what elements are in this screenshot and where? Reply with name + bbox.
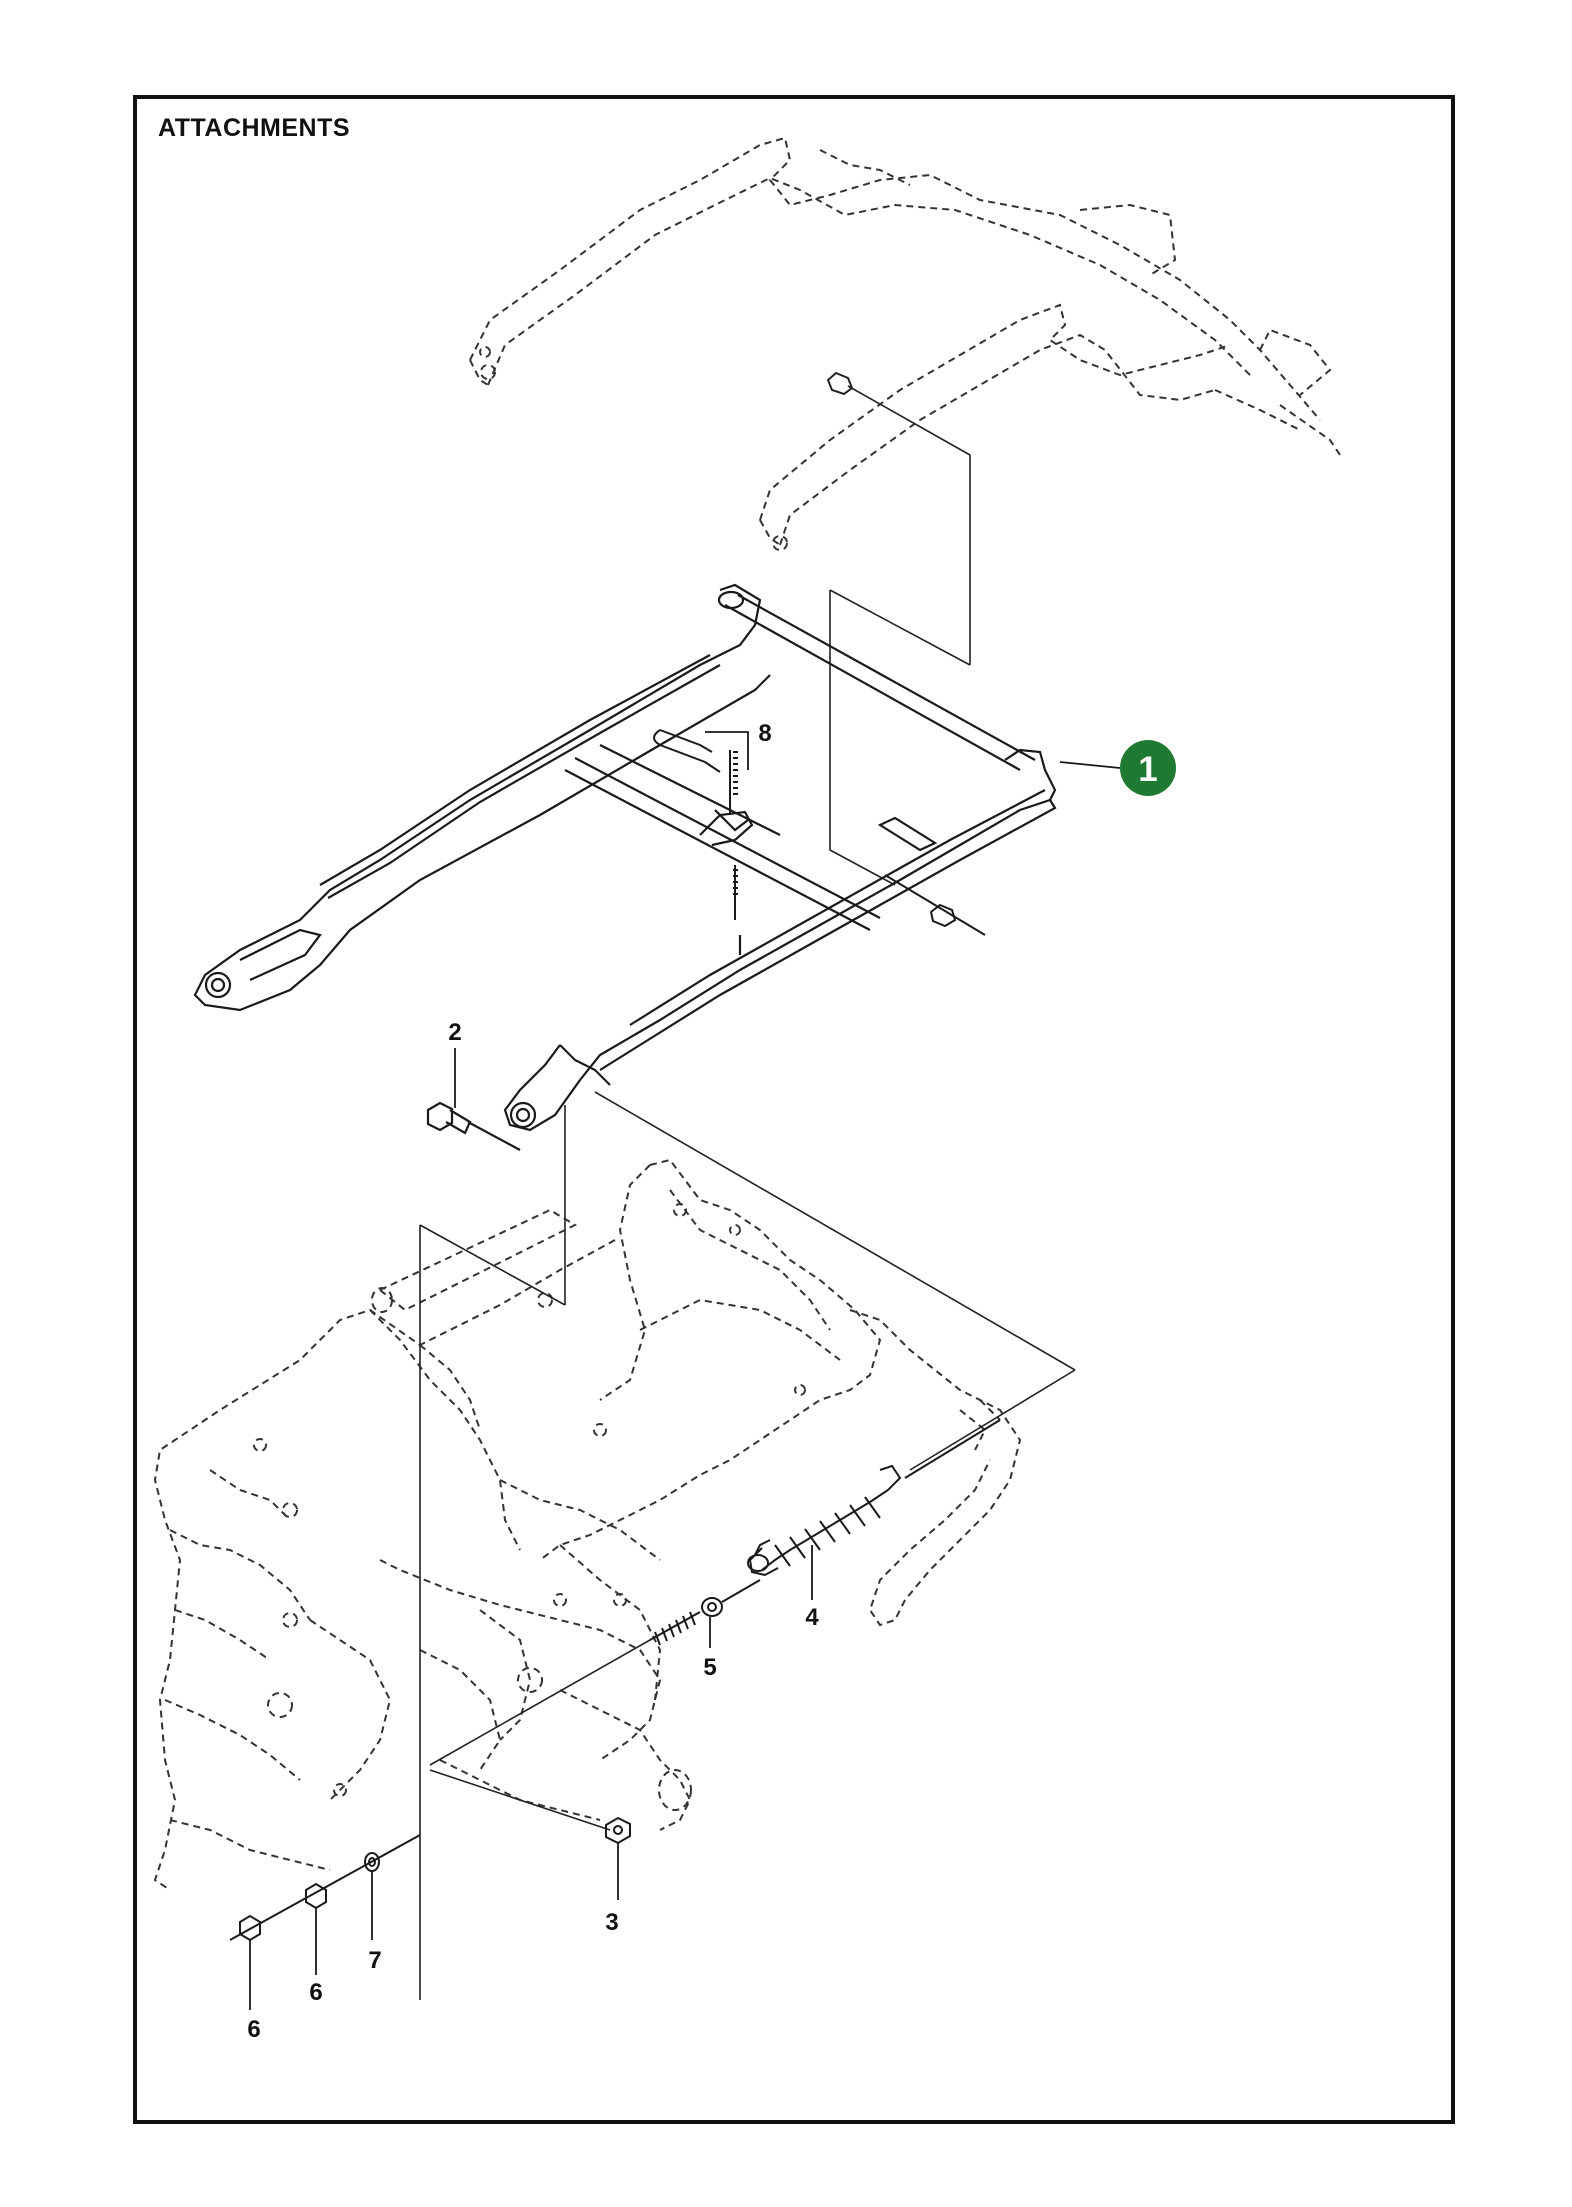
spring-leader-lines — [419, 1091, 1076, 2000]
page-title: ATTACHMENTS — [158, 114, 351, 142]
hairpin-clip-part-8 — [653, 729, 738, 920]
callout-6b-label[interactable]: 6 — [309, 1979, 322, 2006]
leader-8 — [705, 731, 749, 770]
extension-spring-part-5 — [649, 1579, 761, 1646]
washer-nut-stack-parts-6-7 — [229, 1834, 421, 1942]
callout-1-label: 1 — [1138, 750, 1157, 789]
assembly-leader-lines-upper — [829, 385, 971, 886]
callout-5-label[interactable]: 5 — [703, 1654, 716, 1681]
nut-part-3 — [605, 1816, 631, 1845]
upper-lift-arm-dashed — [469, 136, 1341, 456]
diagram-frame — [133, 95, 1455, 2124]
callout-leaders — [249, 731, 1121, 2010]
callout-4-label[interactable]: 4 — [805, 1604, 819, 1631]
leader-1 — [1059, 761, 1121, 769]
middle-lift-arm-dashed — [759, 303, 1301, 551]
callout-2-label[interactable]: 2 — [448, 1019, 461, 1046]
bolt-part-2 — [426, 1101, 521, 1151]
callout-7-label[interactable]: 7 — [368, 1947, 381, 1974]
callout-6a-label[interactable]: 6 — [247, 2016, 260, 2043]
callout-1-highlight[interactable]: 1 — [1120, 740, 1176, 796]
upper-bolt-dashed — [826, 371, 854, 396]
extension-spring-part-4 — [747, 1419, 1001, 1577]
callout-3-label[interactable]: 3 — [605, 1909, 618, 1936]
lift-frame-part-1 — [193, 583, 1057, 1132]
frame-right-nut — [884, 874, 986, 936]
callout-8-label[interactable]: 8 — [758, 720, 771, 747]
tractor-chassis-dashed — [153, 1158, 1022, 1891]
